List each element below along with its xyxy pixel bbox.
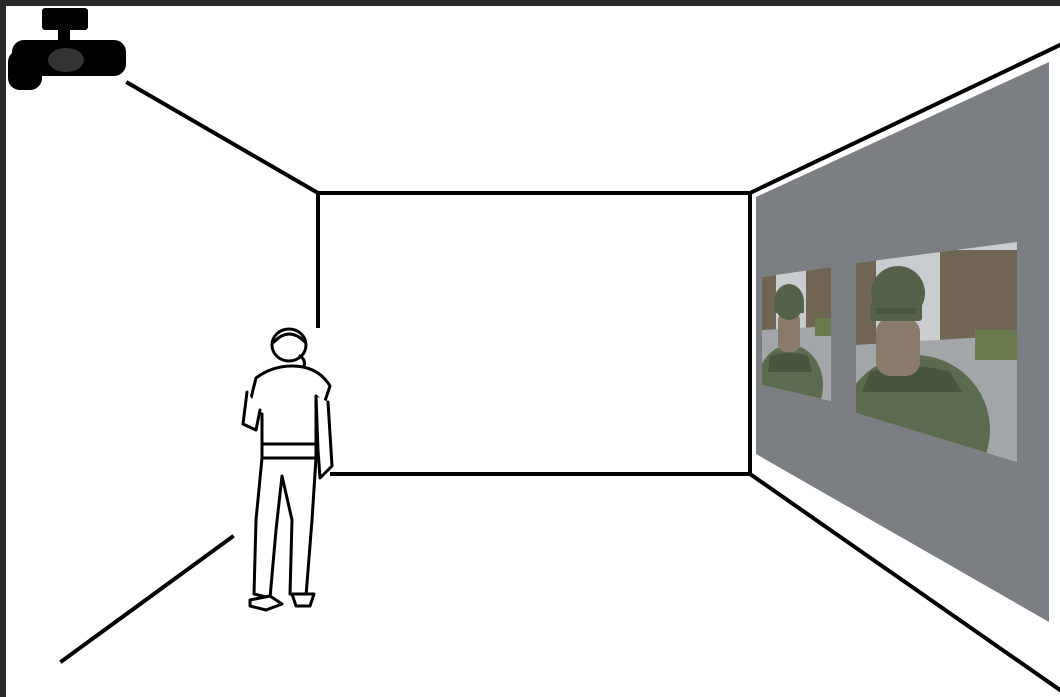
- room-projection-diagram: [0, 0, 1060, 697]
